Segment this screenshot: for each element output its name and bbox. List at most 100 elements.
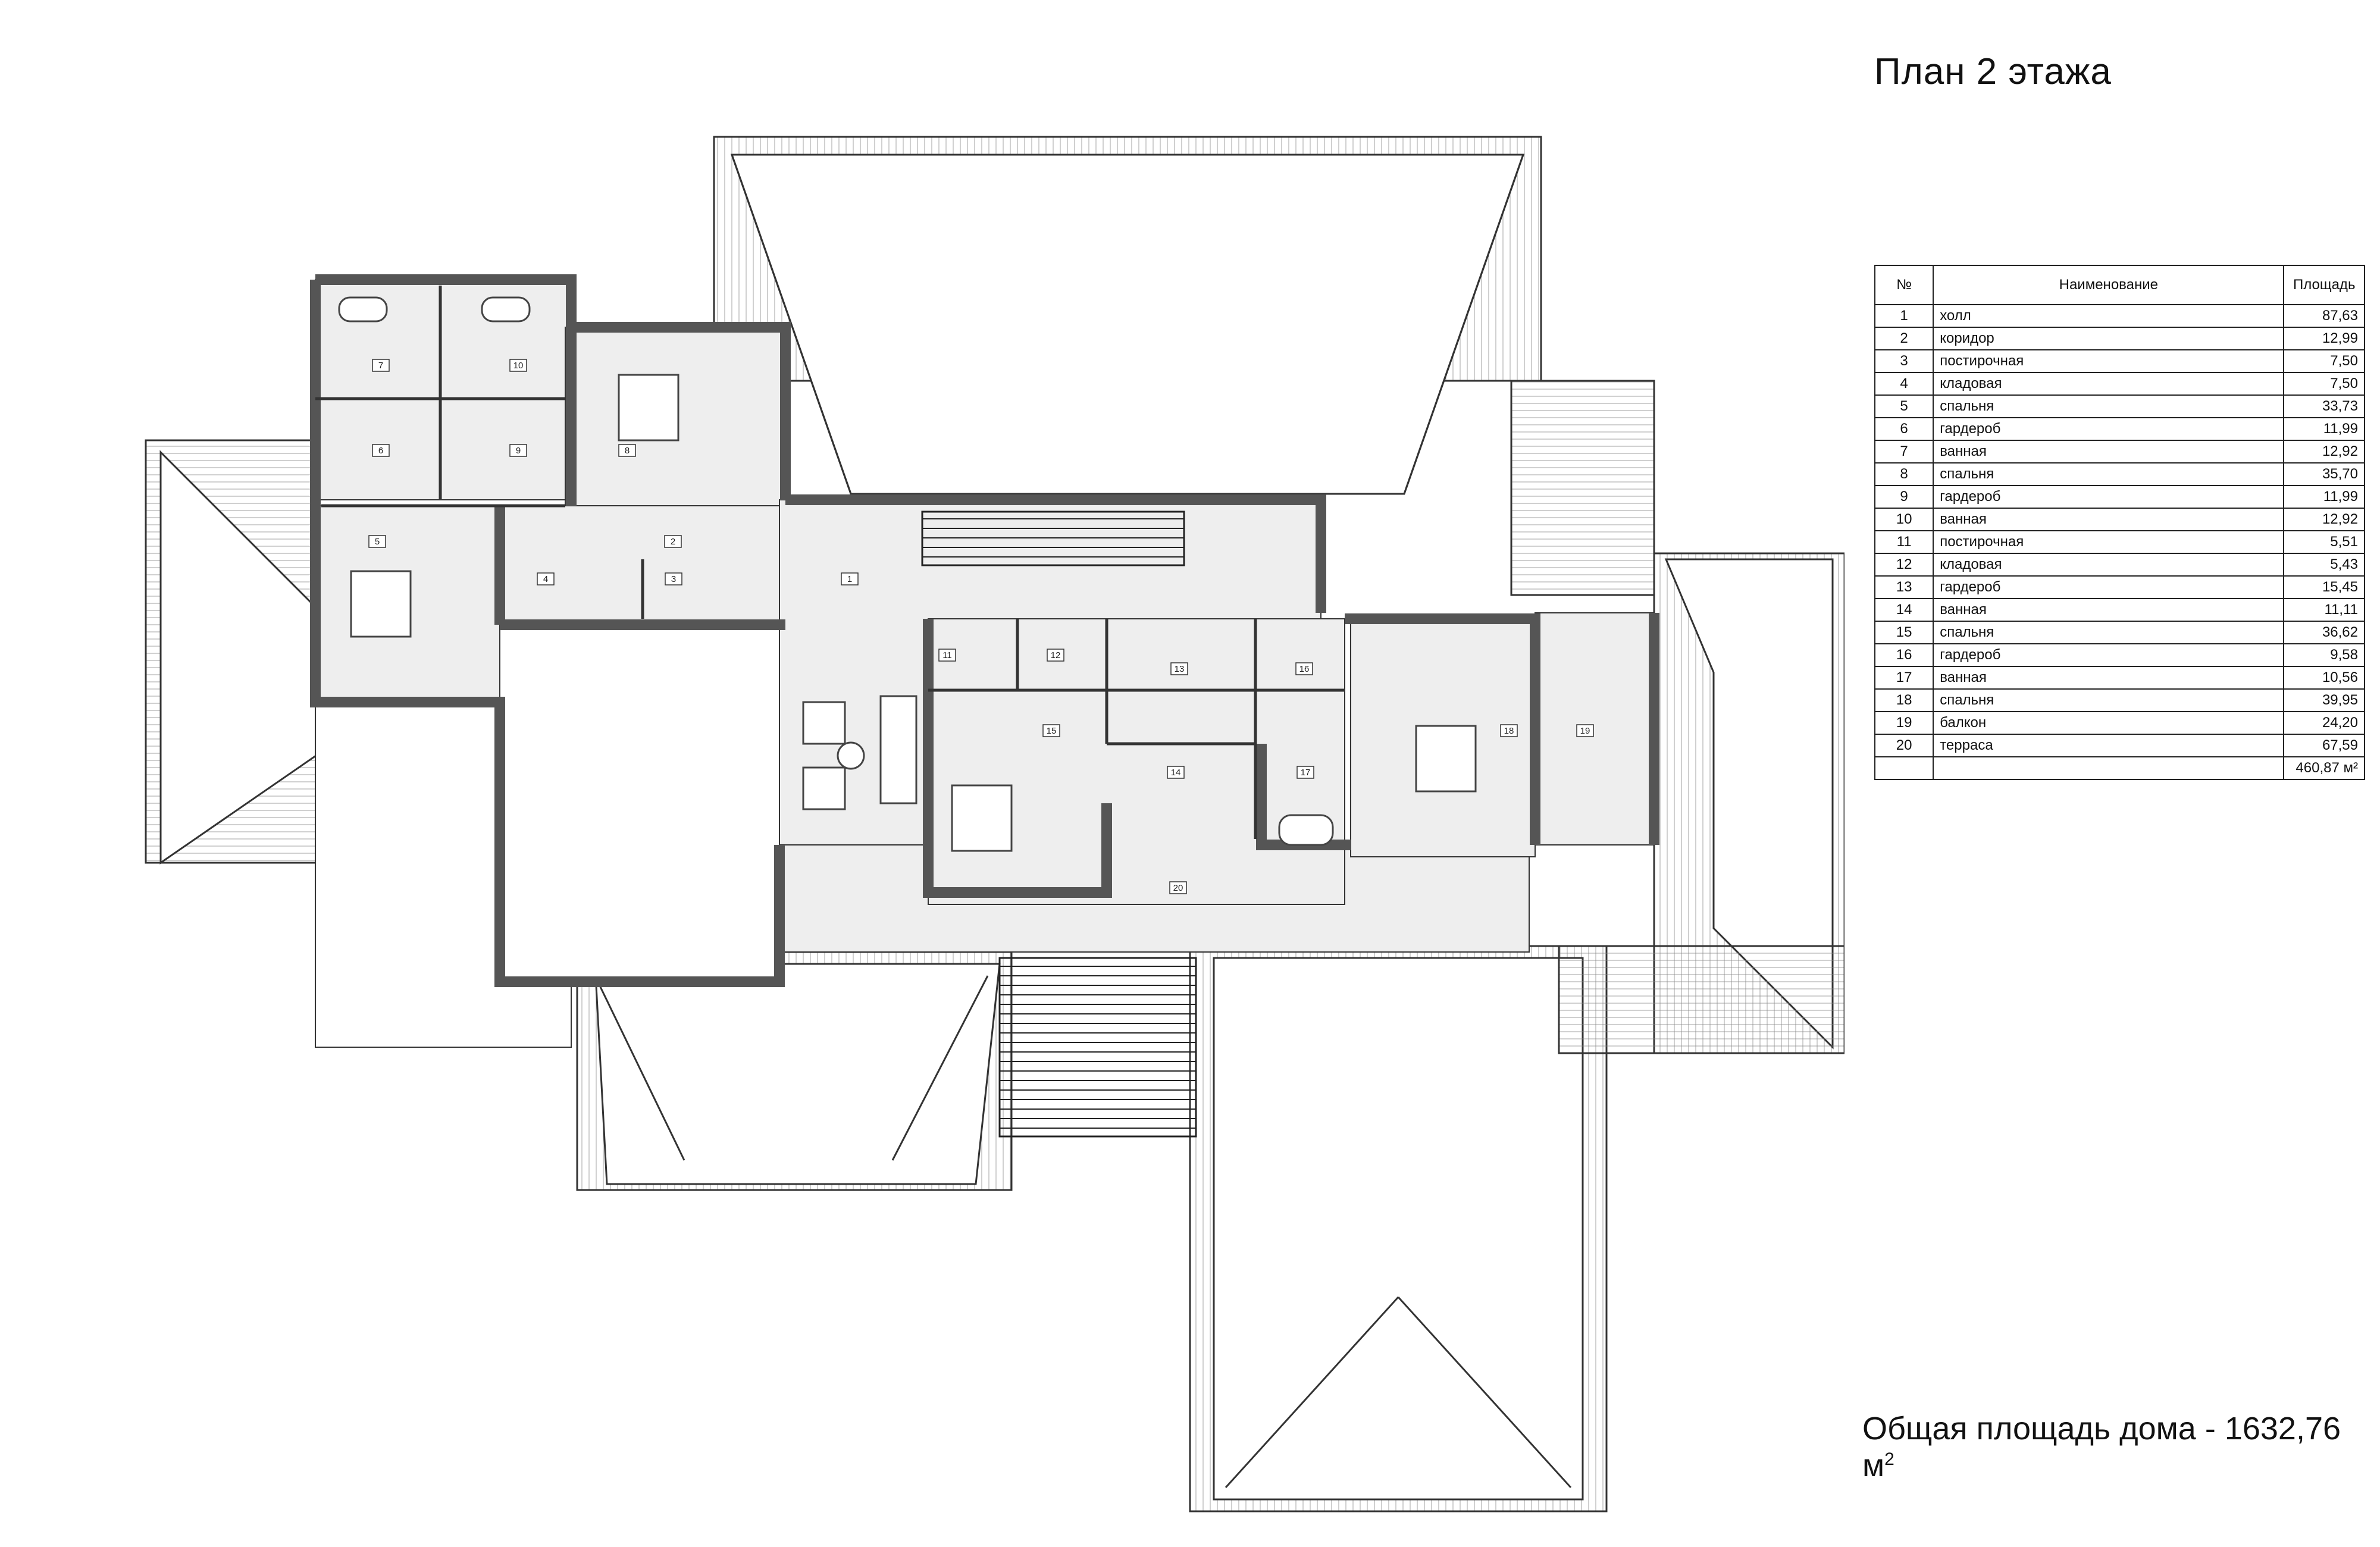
cell-name: постирочная	[1933, 349, 2285, 373]
total-num	[1874, 756, 1934, 780]
cell-name: ванная	[1933, 508, 2285, 531]
room-label: 17	[1301, 768, 1311, 778]
cell-name: ванная	[1933, 666, 2285, 690]
room-label: 15	[1047, 726, 1057, 736]
roof-outlines	[145, 136, 1844, 1512]
cell-name: спальня	[1933, 621, 2285, 644]
cell-name: кладовая	[1933, 553, 2285, 577]
cell-area: 7,50	[2283, 372, 2365, 396]
cell-area: 11,99	[2283, 485, 2365, 509]
cell-num: 5	[1874, 394, 1934, 418]
cell-area: 67,59	[2283, 734, 2365, 757]
cell-name: терраса	[1933, 734, 2285, 757]
room-labels: 7 10 6 9 8 5 2 4 3 1 11 12 13 16 15 18 1…	[368, 359, 1594, 894]
table-header-row: № Наименование Площадь	[1874, 265, 2365, 305]
total-name	[1933, 756, 2285, 780]
cell-name: кладовая	[1933, 372, 2285, 396]
total-area: Общая площадь дома - 1632,76 м2	[1862, 1410, 2380, 1484]
cell-num: 13	[1874, 575, 1934, 599]
room-label: 10	[513, 361, 524, 371]
cell-name: спальня	[1933, 462, 2285, 486]
cell-name: гардероб	[1933, 643, 2285, 667]
cell-num: 17	[1874, 666, 1934, 690]
cell-area: 11,99	[2283, 417, 2365, 441]
cell-num: 1	[1874, 304, 1934, 328]
room-label: 19	[1580, 726, 1590, 736]
room-label: 6	[378, 446, 383, 456]
room-label: 11	[942, 650, 952, 660]
cell-name: гардероб	[1933, 417, 2285, 441]
room-label: 13	[1175, 664, 1185, 674]
cell-name: спальня	[1933, 688, 2285, 712]
cell-name: гардероб	[1933, 485, 2285, 509]
cell-name: холл	[1933, 304, 2285, 328]
room-label: 12	[1051, 650, 1061, 660]
cell-area: 24,20	[2283, 711, 2365, 735]
cell-name: балкон	[1933, 711, 2285, 735]
cell-num: 10	[1874, 508, 1934, 531]
total-area-text: Общая площадь дома - 1632,76 м	[1862, 1411, 2341, 1483]
cell-num: 4	[1874, 372, 1934, 396]
cell-name: ванная	[1933, 598, 2285, 622]
cell-num: 14	[1874, 598, 1934, 622]
cell-num: 19	[1874, 711, 1934, 735]
header-name: Наименование	[1933, 265, 2285, 305]
stairs-bottom	[998, 957, 1197, 1138]
cell-area: 87,63	[2283, 304, 2365, 328]
cell-name: постирочная	[1933, 530, 2285, 554]
stairs-top	[921, 511, 1185, 566]
cell-num: 6	[1874, 417, 1934, 441]
room-label: 2	[671, 537, 675, 547]
table-total-row: 460,87 м²	[1874, 756, 2365, 780]
room-label: 18	[1504, 726, 1514, 736]
cell-area: 36,62	[2283, 621, 2365, 644]
cell-num: 20	[1874, 734, 1934, 757]
cell-area: 9,58	[2283, 643, 2365, 667]
cell-area: 15,45	[2283, 575, 2365, 599]
cell-area: 33,73	[2283, 394, 2365, 418]
room-label: 3	[671, 574, 676, 584]
header-num: №	[1874, 265, 1934, 305]
cell-num: 3	[1874, 349, 1934, 373]
room-label: 7	[378, 361, 383, 371]
cell-num: 12	[1874, 553, 1934, 577]
room-label: 5	[375, 537, 380, 547]
cell-num: 8	[1874, 462, 1934, 486]
walls	[310, 274, 1659, 987]
cell-area: 12,92	[2283, 508, 2365, 531]
room-label: 20	[1173, 883, 1183, 893]
total-area: 460,87 м²	[2283, 756, 2365, 780]
cell-area: 12,99	[2283, 327, 2365, 350]
total-area-sup: 2	[1884, 1449, 1894, 1469]
cell-num: 15	[1874, 621, 1934, 644]
cell-num: 9	[1874, 485, 1934, 509]
room-label: 8	[625, 446, 630, 456]
room-label: 4	[543, 574, 548, 584]
cell-num: 16	[1874, 643, 1934, 667]
interior-walls	[315, 286, 1345, 839]
furniture	[338, 296, 1477, 852]
cell-area: 35,70	[2283, 462, 2365, 486]
cell-num: 18	[1874, 688, 1934, 712]
cell-name: гардероб	[1933, 575, 2285, 599]
room-label: 14	[1171, 768, 1181, 778]
cell-num: 7	[1874, 440, 1934, 464]
cell-area: 39,95	[2283, 688, 2365, 712]
